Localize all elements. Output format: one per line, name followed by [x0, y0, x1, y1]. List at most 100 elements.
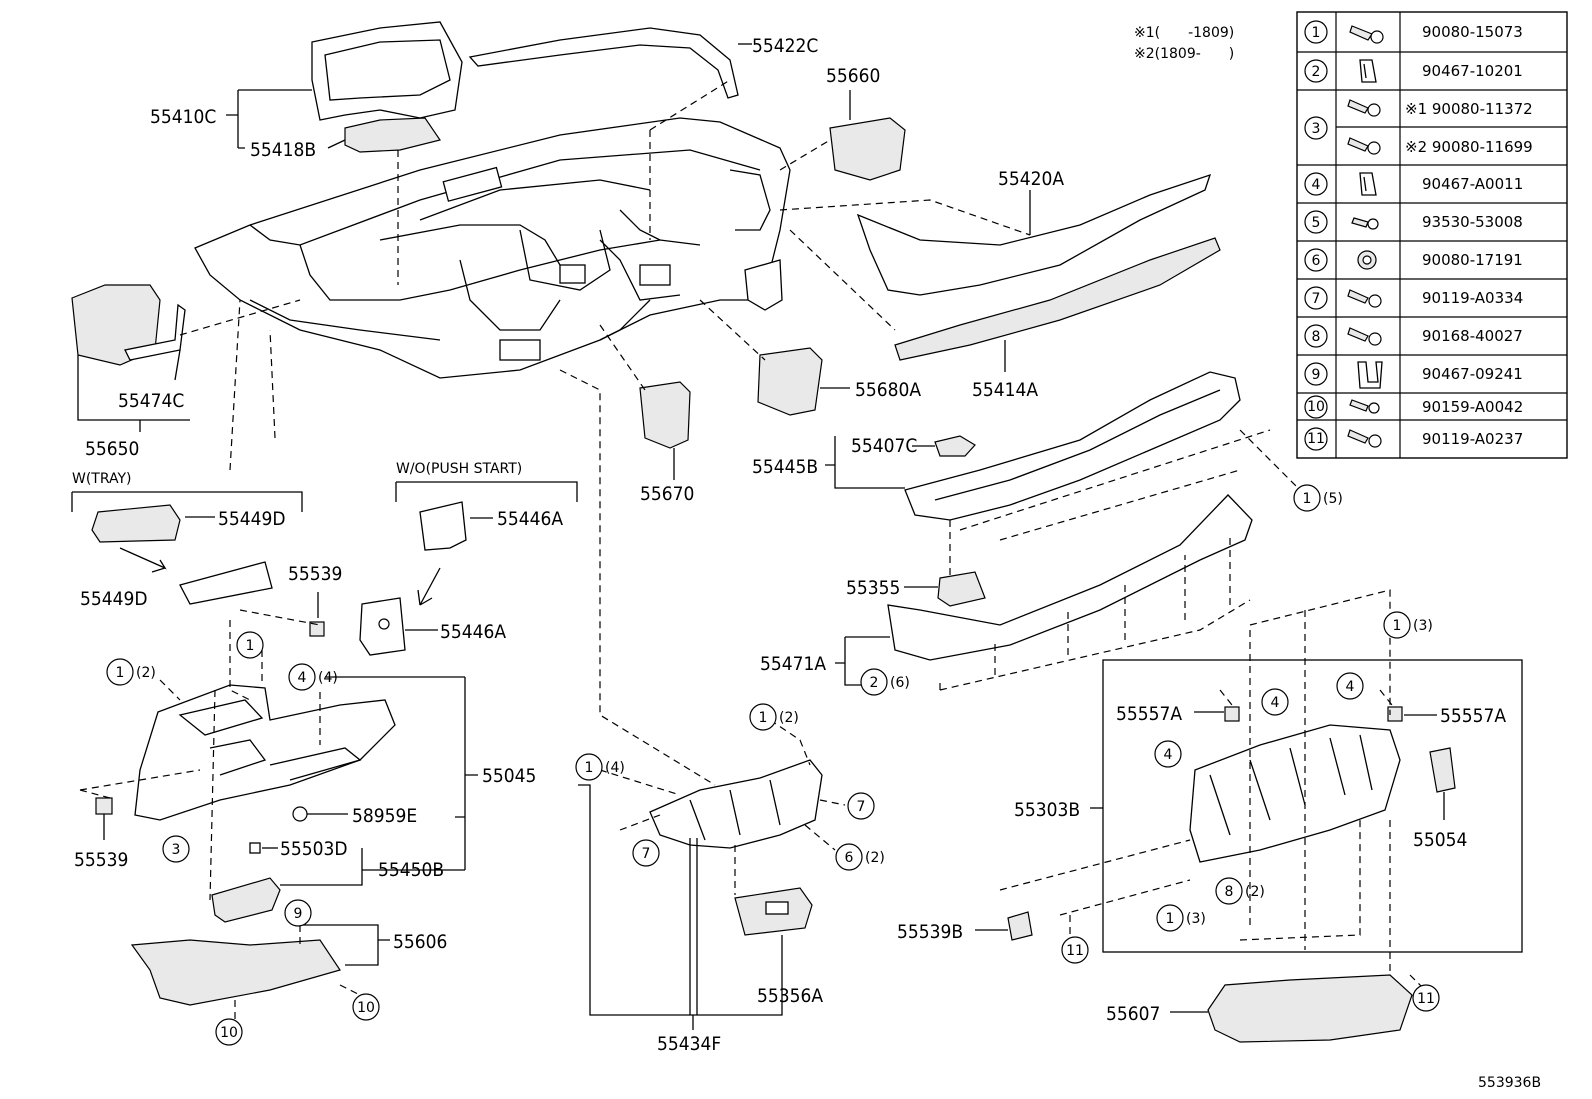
callout-qty: (2) [865, 850, 885, 866]
label-55539: 55539 [74, 849, 128, 871]
part-55449D-tray-shape [91, 504, 181, 543]
label-55045: 55045 [482, 765, 536, 787]
label-55356A: 55356A [757, 985, 823, 1007]
callout-qty: (3) [1413, 618, 1433, 634]
table-row-no: 8 [1312, 329, 1321, 345]
svg-text:10: 10 [220, 1025, 238, 1041]
table-row-code: 90168-40027 [1422, 327, 1523, 345]
label-55446A: 55446A [440, 621, 506, 643]
table-row-no: 7 [1312, 291, 1321, 307]
label-55407C: 55407C [851, 435, 917, 457]
svg-text:7: 7 [857, 799, 866, 815]
svg-text:9: 9 [294, 906, 303, 922]
part-55660-shape [829, 117, 906, 181]
part-55450B-shape [211, 877, 281, 923]
label-55474C: 55474C [118, 390, 184, 412]
callout-qty: (2) [136, 665, 156, 681]
svg-text:6: 6 [845, 850, 854, 866]
label-55422C: 55422C [752, 35, 818, 57]
part-55680A-shape [757, 347, 823, 416]
label-55303B: 55303B [1014, 799, 1080, 821]
table-row-no: 1 [1312, 25, 1321, 41]
part-55303B-shape [1189, 724, 1401, 863]
instrument-panel-main [194, 117, 791, 379]
part-55355-shape [937, 571, 986, 607]
bolt-icon [1347, 429, 1382, 448]
label-55418B: 55418B [250, 139, 316, 161]
table-row-code: 90467-10201 [1422, 62, 1523, 80]
label-wo-push-start: W/O(PUSH START) [396, 461, 522, 477]
part-55606-shape [130, 939, 341, 1006]
label-55355: 55355 [846, 577, 900, 599]
callout-qty: (2) [1245, 884, 1265, 900]
nut-icon [1357, 250, 1377, 270]
table-row-no: 10 [1307, 399, 1325, 415]
svg-text:7: 7 [642, 846, 651, 862]
table-row-no: 11 [1307, 431, 1325, 447]
svg-text:10: 10 [357, 1000, 375, 1016]
label-55446A-top: 55446A [497, 508, 563, 530]
svg-text:4: 4 [1271, 695, 1280, 711]
screw-icon [1351, 217, 1379, 230]
label-55557A-left: 55557A [1116, 703, 1182, 725]
svg-text:1: 1 [116, 665, 125, 681]
part-55422C-shape [468, 27, 739, 99]
label-55670: 55670 [640, 483, 694, 505]
svg-text:11: 11 [1066, 943, 1084, 959]
label-55606: 55606 [393, 931, 447, 953]
bolt-icon [1347, 289, 1382, 308]
part-console-upper-shape [904, 371, 1241, 521]
svg-text:1: 1 [246, 638, 255, 654]
label-55557A-right: 55557A [1440, 705, 1506, 727]
label-55410C: 55410C [150, 106, 216, 128]
label-55054: 55054 [1413, 829, 1467, 851]
label-55449D: 55449D [80, 588, 148, 610]
svg-text:1: 1 [585, 760, 594, 776]
svg-text:1: 1 [1166, 911, 1175, 927]
part-center-bracket-shape [649, 759, 823, 849]
part-55650-shape [71, 284, 161, 366]
part-55670-shape [639, 381, 691, 449]
label-55539B: 55539B [897, 921, 963, 943]
label-55607: 55607 [1106, 1003, 1160, 1025]
svg-text:4: 4 [1164, 747, 1173, 763]
bolt-icon [1349, 399, 1380, 414]
label-55414A: 55414A [972, 379, 1038, 401]
part-55446A-top-shape [419, 501, 467, 551]
table-row-code: 90159-A0042 [1422, 398, 1523, 416]
callout-qty: (4) [605, 760, 625, 776]
table-row-code: 93530-53008 [1422, 213, 1523, 231]
callout-qty: (3) [1186, 911, 1206, 927]
table-row-no: 3 [1312, 121, 1321, 137]
label-55449D-top: 55449D [218, 508, 286, 530]
callout-qty: (5) [1323, 491, 1343, 507]
svg-text:11: 11 [1417, 991, 1435, 1007]
table-row-code2: ※2 90080-11699 [1405, 138, 1533, 156]
svg-text:8: 8 [1225, 884, 1234, 900]
table-row-no: 5 [1312, 215, 1321, 231]
label-55434F: 55434F [657, 1033, 721, 1055]
svg-text:2: 2 [870, 675, 879, 691]
label-55680A: 55680A [855, 379, 921, 401]
table-row-code: 90467-A0011 [1422, 175, 1523, 193]
part-55410C-shape [311, 21, 463, 121]
table-row-code: 90080-17191 [1422, 251, 1523, 269]
label-w-tray: W(TRAY) [72, 471, 132, 487]
table-row-code: 90080-15073 [1422, 23, 1523, 41]
callout-qty: (4) [318, 670, 338, 686]
table-row-no: 2 [1312, 64, 1321, 80]
part-55414A-shape [894, 237, 1221, 361]
clip-icon [1359, 172, 1377, 196]
callout-qty: (2) [779, 710, 799, 726]
part-55539B-shape [1007, 911, 1033, 941]
bolt-icon [1349, 25, 1384, 44]
svg-text:1: 1 [1393, 618, 1402, 634]
screw-icon [1347, 327, 1382, 346]
label-55660: 55660 [826, 65, 880, 87]
svg-text:3: 3 [172, 842, 181, 858]
label-55539-top: 55539 [288, 563, 342, 585]
note-1: ※1( -1809) [1134, 25, 1234, 41]
label-58959E: 58959E [352, 805, 417, 827]
part-55420A-shape [856, 173, 1212, 296]
